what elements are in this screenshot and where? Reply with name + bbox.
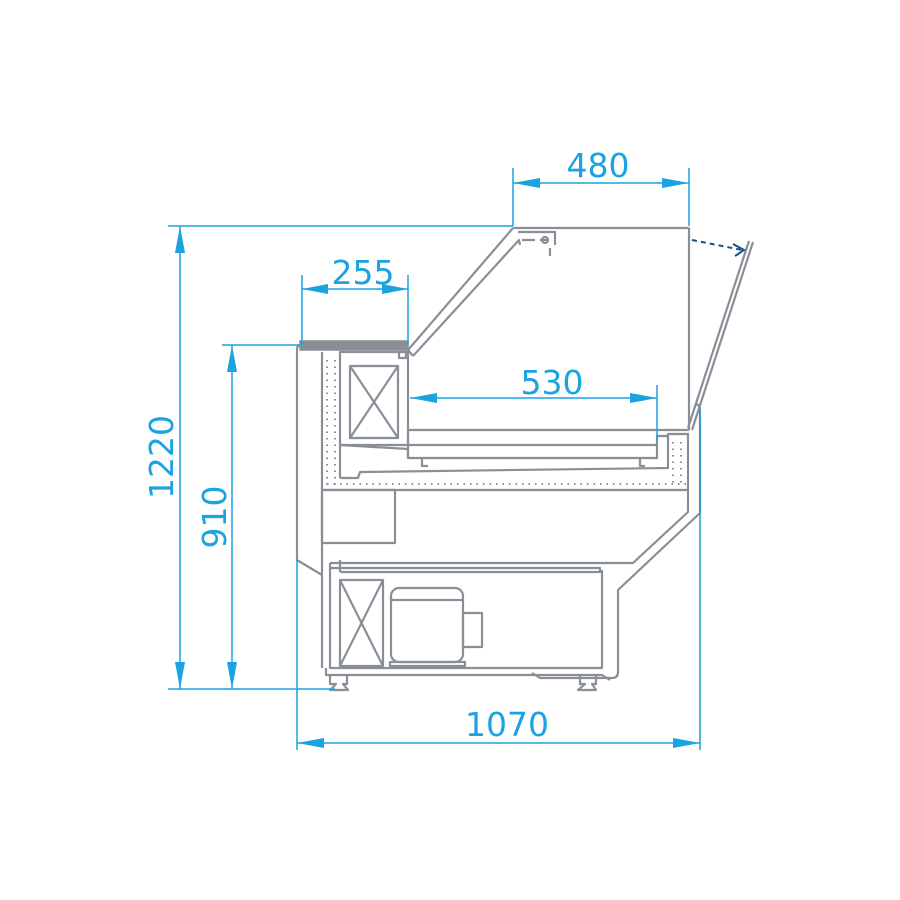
dimension-label-255: 255: [332, 253, 395, 292]
dimension-label-1070: 1070: [465, 705, 549, 744]
right-foot: [576, 675, 598, 692]
display-shelf: [408, 428, 689, 447]
motor-base: [388, 660, 467, 668]
left-outer-wall: [295, 343, 323, 576]
machine-rail: [330, 560, 602, 574]
lower-left-box: [320, 488, 397, 545]
dimension-910: 910: [195, 344, 300, 689]
left-foot: [328, 675, 350, 692]
dimension-1070: 1070: [296, 410, 701, 750]
right-insulation: [672, 442, 682, 485]
rear-door-open: [686, 240, 755, 431]
machine-compartment: [328, 563, 604, 670]
motor-shaft: [461, 611, 484, 649]
condenser-box: [338, 578, 385, 668]
front-glass: [407, 227, 522, 357]
left-insulation: [326, 360, 336, 485]
dimension-label-530: 530: [521, 363, 584, 402]
dimension-label-1220: 1220: [142, 415, 181, 499]
hinge: [518, 230, 557, 256]
upper-left-compartment: [338, 350, 410, 447]
condenser-cross: [339, 579, 384, 667]
counter-top: [299, 340, 409, 351]
dimension-label-910: 910: [195, 486, 234, 549]
right-outer-wall: [531, 402, 702, 680]
dimension-1220: 1220: [142, 225, 513, 690]
dimension-label-480: 480: [567, 146, 630, 185]
evaporator-cross: [349, 365, 399, 439]
dimension-255: 255: [301, 253, 409, 345]
evaporator-box: [348, 364, 400, 440]
dimension-480: 480: [512, 146, 690, 226]
cabinet-outline: [295, 226, 755, 692]
dimension-530: 530: [410, 363, 658, 440]
